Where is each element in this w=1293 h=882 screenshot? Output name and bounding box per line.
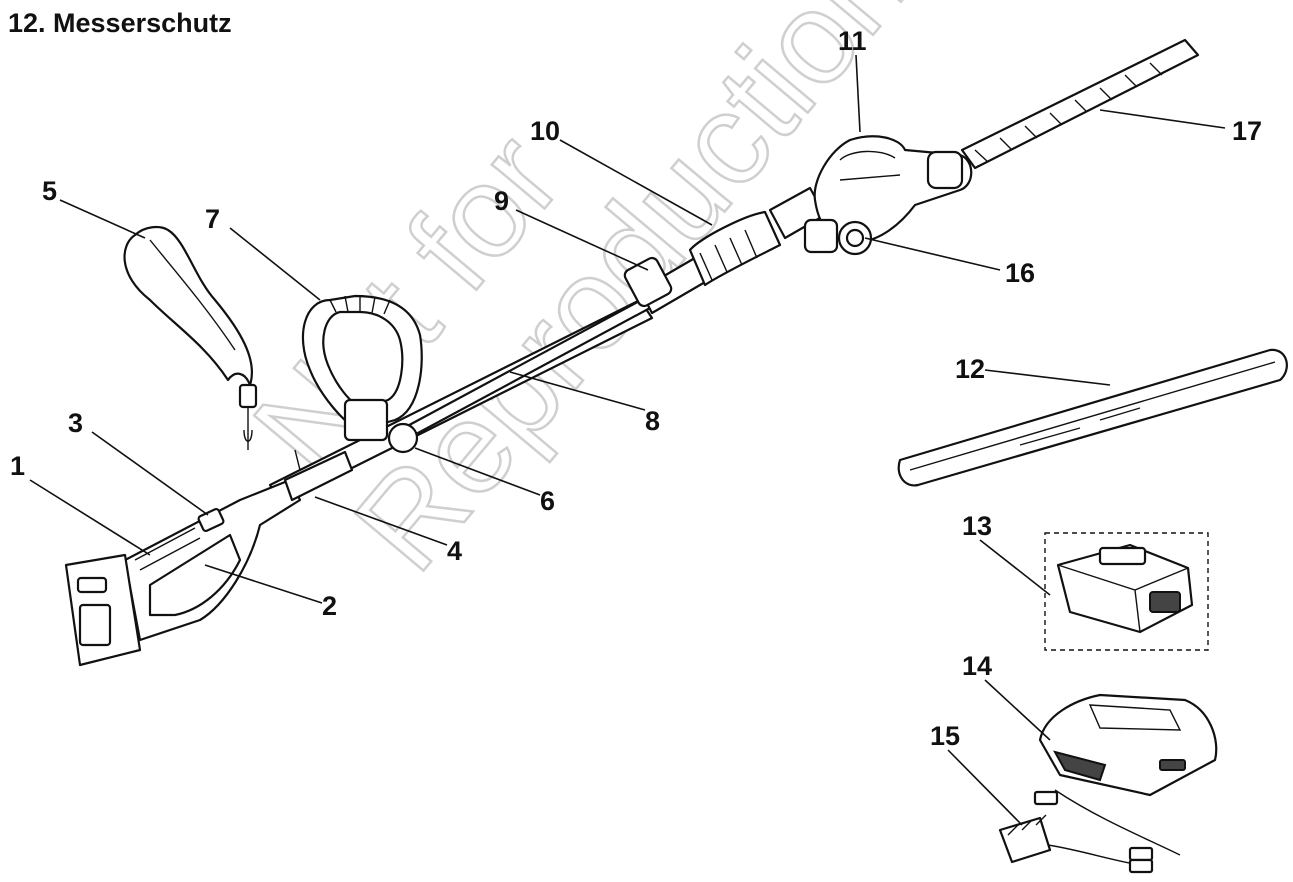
telescopic-pole [268,186,827,505]
callout-9: 9 [494,186,509,216]
callout-1: 1 [10,451,25,481]
callout-6: 6 [540,486,555,516]
blade-guard-icon [897,348,1288,487]
watermark: Not for Reproduction [224,0,936,598]
uk-plug-adapter-icon [998,814,1154,874]
callout-15: 15 [930,721,960,751]
battery-box [1044,532,1209,651]
callout-4: 4 [447,536,462,566]
battery-pack-icon [64,553,142,667]
charger-icon [1033,693,1218,862]
callout-5: 5 [42,176,57,206]
callout-17: 17 [1232,116,1262,146]
callout-14: 14 [962,651,992,681]
leader-lines [29,54,1226,826]
d-handle [301,294,423,454]
callout-12: 12 [955,354,985,384]
callout-8: 8 [645,406,660,436]
hedge-trimmer-head-icon [803,38,1200,256]
callout-2: 2 [322,591,337,621]
diagram-heading: 12. Messerschutz [8,8,232,38]
callout-10: 10 [530,116,560,146]
shoulder-strap-icon [123,225,258,450]
callout-13: 13 [962,511,992,541]
callout-labels: 1 2 3 4 5 6 7 8 9 10 11 12 13 14 15 16 1… [10,26,1262,751]
callout-16: 16 [1005,258,1035,288]
callout-11: 11 [838,26,867,56]
callout-7: 7 [205,204,220,234]
callout-3: 3 [68,408,83,438]
rear-handle [123,449,354,642]
